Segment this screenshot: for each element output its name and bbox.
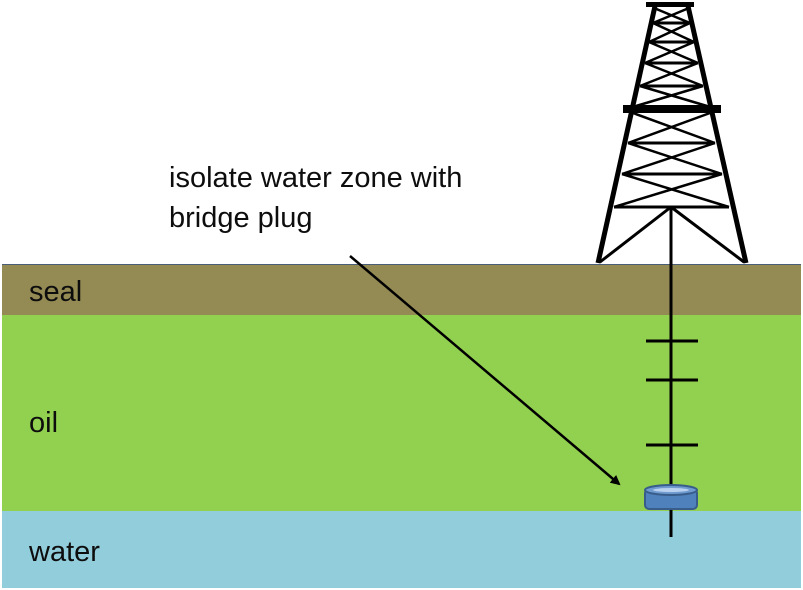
annotation-arrow <box>349 255 621 486</box>
caption-line-1: isolate water zone with <box>169 162 463 194</box>
seal-label: seal <box>29 276 83 308</box>
bridge-plug-icon <box>644 484 698 510</box>
oil-derrick-icon <box>595 2 749 264</box>
oil-layer: oil <box>2 315 801 511</box>
water-label: water <box>29 536 100 568</box>
seal-layer: seal <box>2 264 801 316</box>
oil-label: oil <box>29 407 59 439</box>
water-layer: water <box>2 511 801 588</box>
annotation-caption: isolate water zone with bridge plug <box>169 158 462 238</box>
casing-markers <box>646 339 698 447</box>
caption-line-2: bridge plug <box>169 202 313 234</box>
